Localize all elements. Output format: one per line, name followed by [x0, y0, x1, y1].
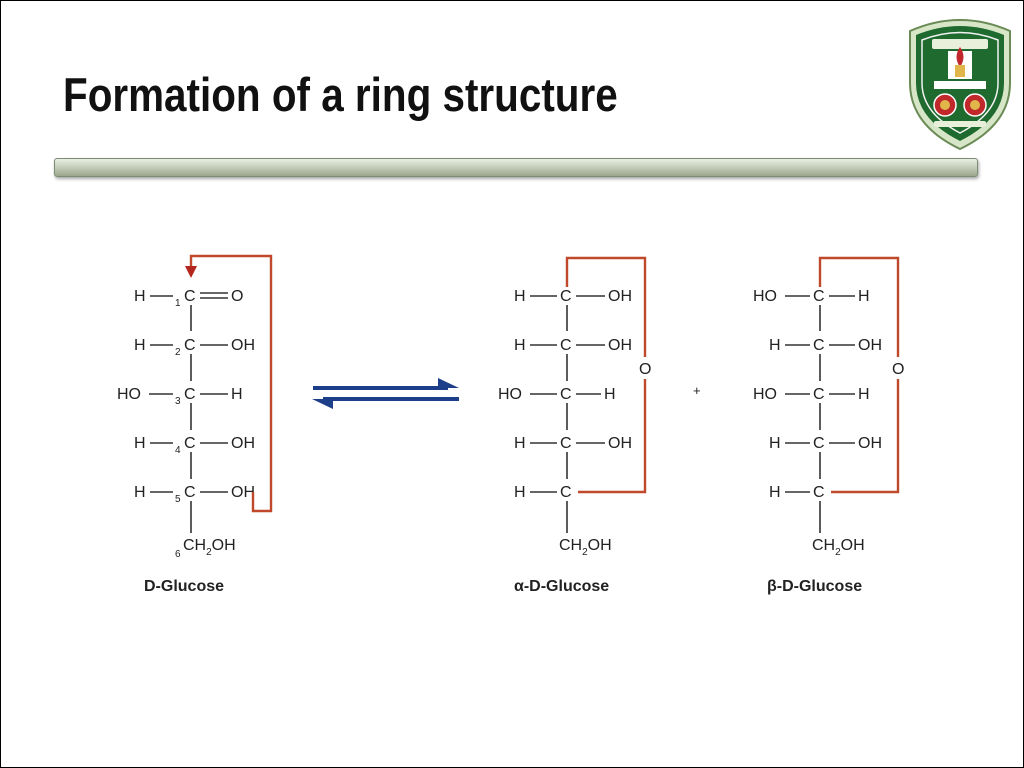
ring-closure-path: [189, 254, 273, 513]
alpha-c2-left: H: [514, 337, 526, 354]
beta-ring-bond-bottom: [831, 379, 900, 494]
beta-c3-carbon: C: [813, 386, 825, 403]
c3-carbon: C: [184, 386, 196, 403]
beta-c4-right: OH: [858, 435, 882, 452]
alpha-ring-bond-bottom: [578, 379, 647, 494]
c1-number: 1: [175, 298, 181, 309]
alpha-c4-right: OH: [608, 435, 632, 452]
beta-c2-left: H: [769, 337, 781, 354]
alpha-ring-oxygen: O: [639, 361, 651, 378]
d-glucose-caption: D-Glucose: [144, 578, 224, 595]
c6-label: CH2OH: [183, 537, 236, 558]
d-glucose-open-chain: H 1 C O H 2 C OH HO 3 C H H: [117, 254, 273, 595]
alpha-c1-carbon: C: [560, 288, 572, 305]
alpha-c2-carbon: C: [560, 337, 572, 354]
c4-carbon: C: [184, 435, 196, 452]
plus-sign: +: [693, 383, 701, 398]
beta-c3-right: H: [858, 386, 870, 403]
alpha-c5-left: H: [514, 484, 526, 501]
c3-number: 3: [175, 396, 181, 407]
beta-c1-carbon: C: [813, 288, 825, 305]
c4-left-h: H: [134, 435, 146, 452]
beta-c2-right: OH: [858, 337, 882, 354]
c4-right-oh: OH: [231, 435, 255, 452]
c6-number: 6: [175, 549, 181, 560]
beta-c1-left: HO: [753, 288, 777, 305]
alpha-c1-right: OH: [608, 288, 632, 305]
beta-c4-left: H: [769, 435, 781, 452]
c5-left-h: H: [134, 484, 146, 501]
c5-number: 5: [175, 494, 181, 505]
c5-right-oh: OH: [231, 484, 255, 501]
c2-right-oh: OH: [231, 337, 255, 354]
alpha-d-glucose: H C OH H C OH HO C H H C OH H: [498, 256, 651, 595]
alpha-c6-label: CH2OH: [559, 537, 612, 558]
slide-title: Formation of a ring structure: [63, 68, 618, 121]
c3-left-ho: HO: [117, 386, 141, 403]
alpha-c5-carbon: C: [560, 484, 572, 501]
alpha-c4-carbon: C: [560, 435, 572, 452]
equilibrium-arrows-icon: [312, 378, 459, 409]
c3-right-h: H: [231, 386, 243, 403]
title-divider-bar: [54, 158, 978, 177]
alpha-caption: α-D-Glucose: [514, 578, 609, 595]
c1-carbon: C: [184, 288, 196, 305]
c2-left-h: H: [134, 337, 146, 354]
c2-carbon: C: [184, 337, 196, 354]
beta-c1-right: H: [858, 288, 870, 305]
c5-carbon: C: [184, 484, 196, 501]
c2-number: 2: [175, 347, 181, 358]
alpha-c4-left: H: [514, 435, 526, 452]
beta-ring-oxygen: O: [892, 361, 904, 378]
alpha-c3-left: HO: [498, 386, 522, 403]
arrow-down-icon: [185, 266, 197, 278]
alpha-c3-carbon: C: [560, 386, 572, 403]
alpha-ring-bond-top: [565, 256, 647, 357]
beta-c3-left: HO: [753, 386, 777, 403]
beta-c6-label: CH2OH: [812, 537, 865, 558]
beta-ring-bond-top: [818, 256, 900, 357]
alpha-c2-right: OH: [608, 337, 632, 354]
beta-d-glucose: HO C H H C OH HO C H H C OH H: [753, 256, 904, 595]
c4-number: 4: [175, 445, 181, 456]
beta-caption: β-D-Glucose: [767, 578, 862, 595]
beta-c5-left: H: [769, 484, 781, 501]
c1-right-o: O: [231, 288, 243, 305]
beta-c5-carbon: C: [813, 484, 825, 501]
alpha-c3-right: H: [604, 386, 616, 403]
alpha-c1-left: H: [514, 288, 526, 305]
c1-left-h: H: [134, 288, 146, 305]
beta-c4-carbon: C: [813, 435, 825, 452]
beta-c2-carbon: C: [813, 337, 825, 354]
university-seal-logo: [909, 19, 1011, 151]
